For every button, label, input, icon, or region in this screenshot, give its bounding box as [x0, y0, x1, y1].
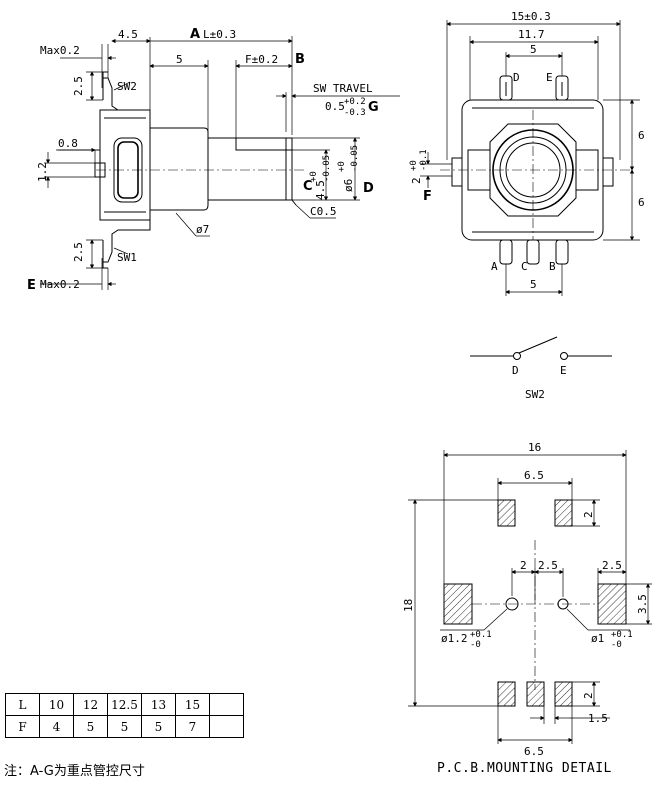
dim-l-tolerance: L±0.3 — [203, 28, 236, 41]
pcb-hole-left: ø1.2 — [441, 632, 468, 645]
sw2-schematic: D E SW2 — [470, 336, 612, 401]
table-cell: 5 — [73, 715, 108, 738]
critical-dimensions-note: 注：A-G为重点管控尺寸 — [4, 764, 145, 779]
pcb-hole-left-minus: -0 — [470, 640, 481, 650]
dim-f-tolerance: F±0.2 — [245, 53, 278, 66]
label-c: C — [303, 179, 313, 194]
pcb-dim-6-5-top: 6.5 — [524, 469, 544, 482]
dim-4-5-shaft: 4.5 — [314, 180, 327, 200]
dim-phi7: ø7 — [196, 223, 209, 236]
pin-a: A — [491, 260, 498, 273]
sw2-pin-d: D — [512, 364, 519, 377]
dim-2-5-bottom: 2.5 — [72, 242, 85, 262]
dim-0-8: 0.8 — [58, 137, 78, 150]
table-cell: 12 — [73, 693, 108, 716]
table-cell — [209, 693, 244, 716]
pcb-mounting-detail: 16 6.5 2 2 2.5 2.5 18 3.5 ø1.2 +0.1 -0 ø… — [402, 441, 652, 758]
dim-4-5-plus: +0 — [309, 171, 319, 182]
dim-2-plus: +0 — [409, 160, 419, 171]
dim-6-upper: 6 — [638, 129, 645, 142]
sw-travel-label: SW TRAVEL — [313, 82, 373, 95]
sw1-label: SW1 — [117, 251, 137, 264]
label-b: B — [295, 52, 305, 67]
dim-5: 5 — [176, 53, 183, 66]
dim-1-2: 1.2 — [36, 162, 49, 182]
pcb-hole-right-plus: +0.1 — [611, 630, 633, 640]
pcb-dim-2-top-pad: 2 — [582, 511, 595, 518]
sw2-label: SW2 — [117, 80, 137, 93]
dim-d6: ø6 — [342, 179, 355, 192]
front-view: 15±0.3 11.7 5 D E 6 6 2 +0 -0.1 F A C B … — [409, 10, 645, 296]
dim-d6-plus: +0 — [337, 161, 347, 172]
pcb-hole-right-minus: -0 — [611, 640, 622, 650]
travel-minus: -0.3 — [344, 108, 366, 118]
table-row: F 4 5 5 5 7 — [5, 715, 244, 738]
travel-base: 0.5 — [325, 100, 345, 113]
label-e: E — [27, 278, 36, 293]
dim-c0-5: C0.5 — [310, 205, 337, 218]
side-view: Max0.2 4.5 A L±0.3 5 F±0.2 B SW TRAVEL 0… — [27, 27, 400, 293]
pin-b: B — [549, 260, 556, 273]
dim-max-bottom: Max0.2 — [40, 278, 80, 291]
dim-2-5-top: 2.5 — [72, 76, 85, 96]
dim-4-5: 4.5 — [118, 28, 138, 41]
l-f-spec-table: L 10 12 12.5 13 15 F 4 5 5 5 7 — [5, 693, 244, 738]
table-cell: L — [5, 693, 40, 716]
dim-width-5-bottom: 5 — [530, 278, 537, 291]
table-cell: 4 — [39, 715, 74, 738]
label-g: G — [368, 100, 379, 115]
pcb-mounting-title: P.C.B.MOUNTING DETAIL — [437, 761, 612, 776]
dim-d6-minus: -0.05 — [350, 145, 360, 172]
pin-c: C — [521, 260, 528, 273]
table-cell: 7 — [175, 715, 210, 738]
pcb-dim-2-bottom-pad: 2 — [582, 692, 595, 699]
travel-plus: +0.2 — [344, 97, 366, 107]
label-f: F — [423, 189, 432, 204]
pcb-dim-16: 16 — [528, 441, 541, 454]
table-cell: 12.5 — [107, 693, 142, 716]
table-cell: 5 — [107, 715, 142, 738]
pin-d: D — [513, 71, 520, 84]
pcb-dim-2-gap: 2 — [520, 559, 527, 572]
table-row: L 10 12 12.5 13 15 — [5, 693, 244, 716]
label-a: A — [190, 27, 200, 42]
pcb-dim-1-5: 1.5 — [588, 712, 608, 725]
dim-4-5-minus: -0.05 — [322, 155, 332, 182]
dim-width-5-top: 5 — [530, 43, 537, 56]
label-d: D — [363, 181, 374, 196]
pcb-dim-2-5-gap: 2.5 — [538, 559, 558, 572]
dim-max-top: Max0.2 — [40, 44, 80, 57]
table-cell: F — [5, 715, 40, 738]
dim-2: 2 — [410, 177, 423, 184]
pcb-hole-right: ø1 — [591, 632, 604, 645]
table-cell: 15 — [175, 693, 210, 716]
sw2-caption: SW2 — [525, 388, 545, 401]
dim-6-lower: 6 — [638, 196, 645, 209]
pin-e: E — [546, 71, 553, 84]
pcb-dim-2-5-pad: 2.5 — [602, 559, 622, 572]
pcb-dim-18: 18 — [402, 599, 415, 612]
dim-width-11-7: 11.7 — [518, 28, 545, 41]
pcb-dim-3-5: 3.5 — [636, 594, 649, 614]
sw2-pin-e: E — [560, 364, 567, 377]
table-cell: 13 — [141, 693, 176, 716]
table-cell: 5 — [141, 715, 176, 738]
pcb-hole-left-plus: +0.1 — [470, 630, 492, 640]
table-cell — [209, 715, 244, 738]
dim-2-minus: -0.1 — [419, 149, 429, 171]
table-cell: 10 — [39, 693, 74, 716]
dim-width-15: 15±0.3 — [511, 10, 551, 23]
pcb-dim-6-5-bottom: 6.5 — [524, 745, 544, 758]
